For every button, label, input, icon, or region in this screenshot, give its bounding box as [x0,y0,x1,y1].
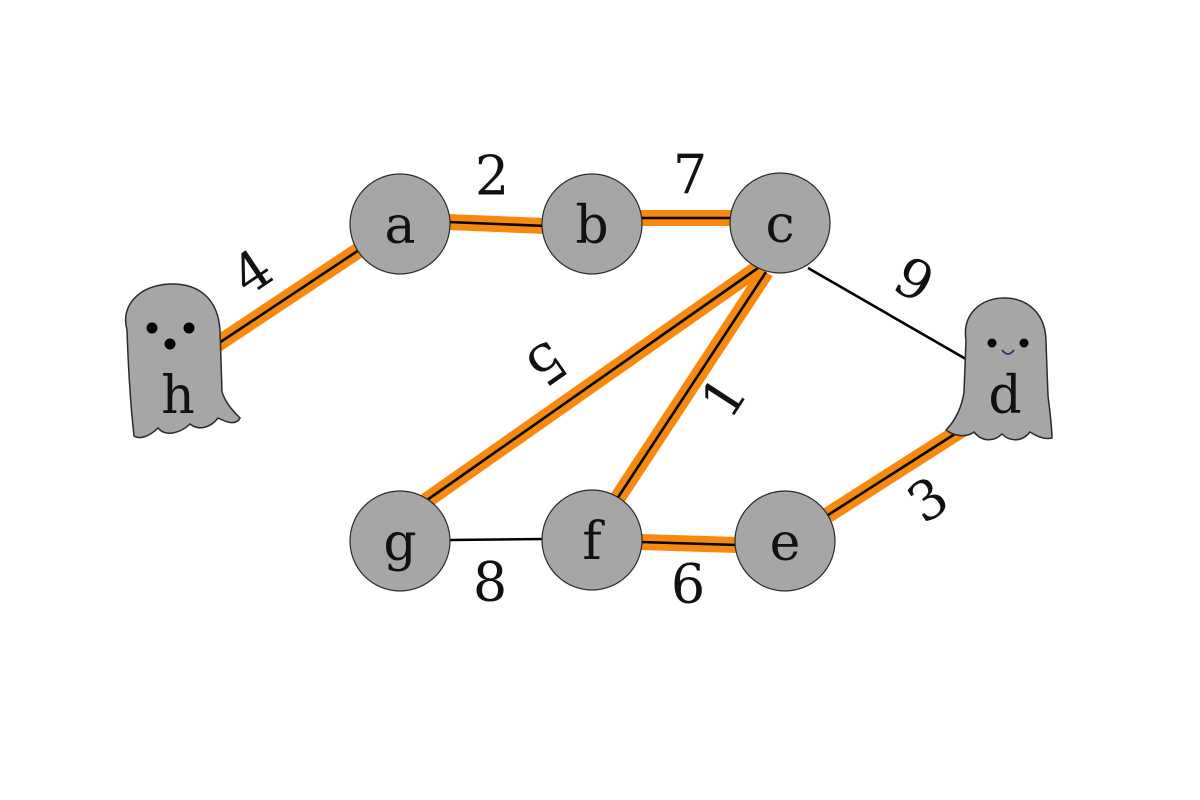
ghost-d-eye-right [1019,338,1029,348]
node-h: h [124,283,241,439]
node-e-circle [734,490,836,592]
node-d: d [944,297,1053,441]
edge-g-f-line [449,537,545,542]
ghost-d-eye-left [987,338,997,348]
node-b-circle [541,173,643,275]
edge-h-a [211,241,367,352]
node-g-label: g [383,513,416,573]
edge-a-b [447,214,547,234]
node-a-label: a [384,196,415,256]
weight-e-d: 3 [896,464,959,536]
edge-f-e [639,534,739,553]
node-e-label: e [770,513,801,573]
node-d-label: d [988,366,1021,426]
node-f: f [541,489,643,591]
weight-b-c: 7 [673,144,707,207]
node-f-circle [541,489,643,591]
node-b-label: b [575,196,608,256]
edge-h-a-line [215,246,363,347]
node-h-label: h [161,366,195,426]
node-c: c [729,172,831,274]
weight-a-b: 2 [475,145,509,208]
node-b: b [541,173,643,275]
node-e: e [734,490,836,592]
node-a: a [349,173,451,275]
ghost-d-smile [1001,349,1015,355]
weight-c-d: 9 [884,244,944,316]
edge-a-b-line [447,220,547,228]
weight-c-g: 5 [514,327,578,398]
nodes: a b c e f g h [124,172,1053,592]
node-g-circle [349,490,451,592]
edge-e-d-line [827,421,973,517]
edge-f-e-line [639,540,739,547]
edge-c-g [415,261,763,512]
edge-c-d [807,266,979,368]
node-f-label: f [582,512,605,572]
node-c-label: c [765,195,794,255]
ghost-h-eye-left [146,322,158,334]
edge-e-d [823,416,977,522]
edge-g-f [449,537,545,542]
edge-c-f-line [613,271,768,503]
ghost-h-mouth [164,338,176,350]
edge-c-g-line [419,266,759,507]
ghost-h-eye-right [183,322,195,334]
node-a-circle [349,173,451,275]
edge-c-f [608,267,773,507]
node-g: g [349,490,451,592]
ghost-d-icon [944,297,1053,441]
edges [211,210,979,553]
ghost-h-icon [124,283,241,439]
edge-c-d-line [807,266,979,368]
weight-f-e: 6 [671,553,705,616]
node-c-circle [729,172,831,274]
weight-g-f: 8 [473,551,507,614]
